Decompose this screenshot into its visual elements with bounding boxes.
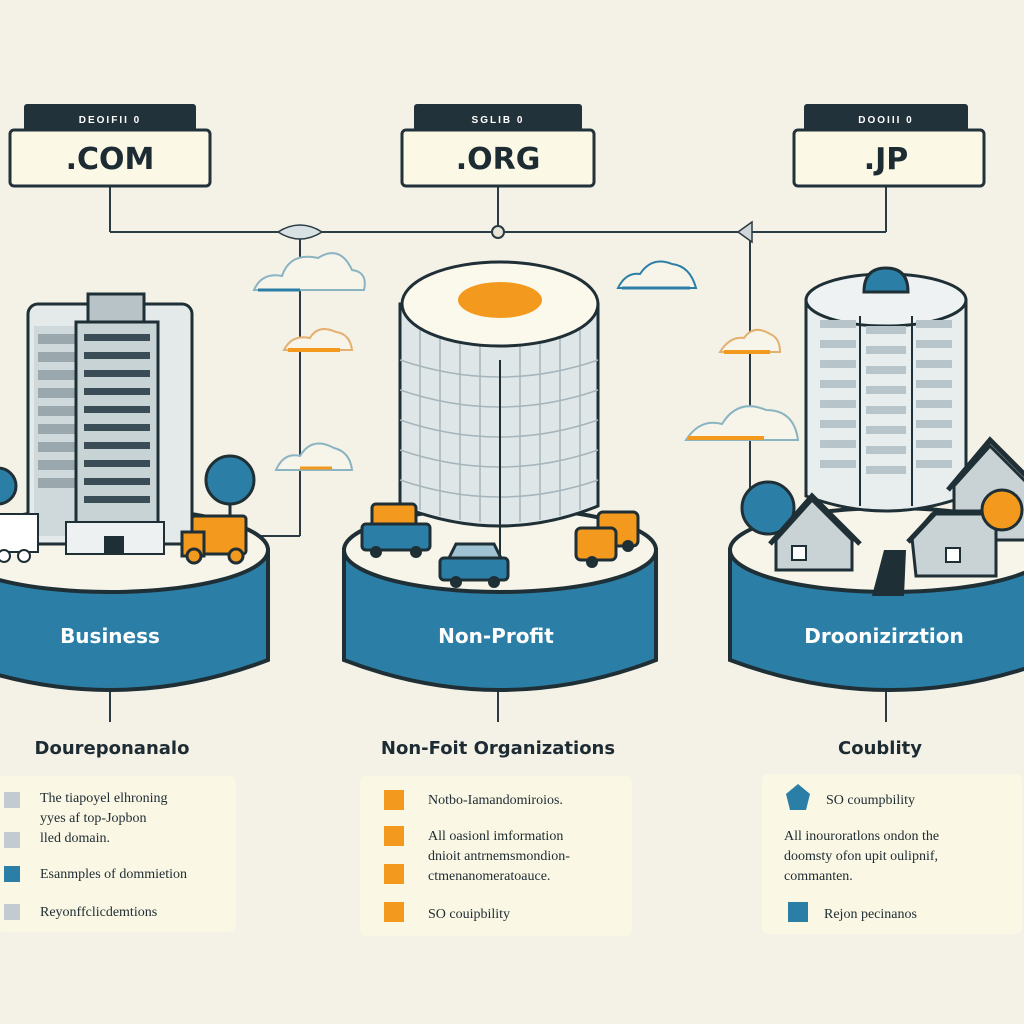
card-item: commanten. — [784, 869, 853, 884]
card-item: Rejon pecinanos — [824, 907, 917, 922]
card-item: The tiapoyel elhroning — [40, 791, 168, 806]
square-bullet-icon — [384, 790, 404, 810]
road-icon — [872, 550, 906, 596]
card-item: All inouroratlons ondon the — [784, 829, 939, 844]
tree-icon — [980, 488, 1024, 532]
truck-icon — [180, 514, 248, 565]
domain-label: .ORG — [456, 142, 541, 177]
connector-cap-icon — [276, 224, 324, 240]
tag-caption: DEOIFII 0 — [79, 115, 141, 126]
house-icon — [906, 509, 998, 578]
square-bullet-icon — [384, 902, 404, 922]
office-building-icon — [26, 292, 194, 555]
card-item: yyes af top-Jopbon — [40, 811, 147, 826]
cloud-icon — [274, 442, 354, 471]
square-bullet-icon — [4, 832, 20, 848]
square-bullet-icon — [788, 902, 808, 922]
domain-label: .JP — [864, 142, 909, 177]
tree-icon — [740, 480, 796, 536]
square-bullet-icon — [4, 904, 20, 920]
column-heading: Coublity — [838, 738, 922, 759]
office-tower-icon — [804, 266, 968, 513]
truck-icon — [0, 513, 39, 563]
arrow-marker-icon — [736, 220, 753, 244]
domain-tag-jp: DOOIII 0 .JP — [792, 104, 986, 188]
card-item: lled domain. — [40, 831, 110, 846]
car-icon — [574, 510, 640, 568]
tag-caption: DOOIII 0 — [858, 115, 913, 126]
round-tower-icon — [398, 260, 600, 560]
cloud-icon — [252, 252, 366, 292]
cloud-icon — [616, 260, 698, 290]
square-bullet-icon — [384, 864, 404, 884]
info-card-business: The tiapoyel elhroning yyes af top-Jopbo… — [0, 776, 236, 932]
base-label-business: Business — [60, 624, 160, 648]
cloud-icon — [282, 328, 354, 352]
card-item: dnioit antrnemsmondion- — [428, 849, 570, 864]
card-item: SO couipbility — [428, 907, 510, 922]
pentagon-bullet-icon — [786, 784, 810, 810]
tree-icon — [204, 454, 256, 526]
tag-caption: SGLIB 0 — [472, 115, 525, 126]
info-card-organization: SO coumpbility All inouroratlons ondon t… — [762, 774, 1022, 934]
tree-icon — [0, 466, 18, 506]
cloud-icon — [718, 328, 782, 354]
column-heading: Non-Foit Organizations — [381, 738, 615, 759]
info-card-nonprofit: Notbo-Iamandomiroios. All oasionl imform… — [360, 776, 632, 936]
car-icon — [360, 502, 432, 558]
domain-tag-com: DEOIFII 0 .COM — [8, 104, 212, 188]
domain-tag-org: SGLIB 0 .ORG — [400, 104, 596, 188]
square-bullet-icon — [384, 826, 404, 846]
cloud-icon — [684, 405, 800, 441]
domain-label: .COM — [66, 142, 155, 177]
card-item: Esanmples of dommietion — [40, 867, 187, 882]
card-item: All oasionl imformation — [428, 829, 563, 844]
base-label-organization: Droonizirztion — [804, 624, 963, 648]
card-item: Notbo-Iamandomiroios. — [428, 793, 563, 808]
house-icon — [768, 492, 862, 572]
car-icon — [438, 542, 510, 588]
card-item: Reyonffclicdemtions — [40, 905, 157, 920]
card-item: SO coumpbility — [826, 793, 915, 808]
card-item: ctmenanomeratoauce. — [428, 869, 550, 884]
junction-dot-center — [491, 225, 505, 239]
square-bullet-icon — [4, 866, 20, 882]
card-item: doomsty ofon upit oulipnif, — [784, 849, 938, 864]
square-bullet-icon — [4, 792, 20, 808]
column-heading: Doureponanalo — [35, 738, 190, 759]
base-label-nonprofit: Non-Profit — [438, 624, 554, 648]
